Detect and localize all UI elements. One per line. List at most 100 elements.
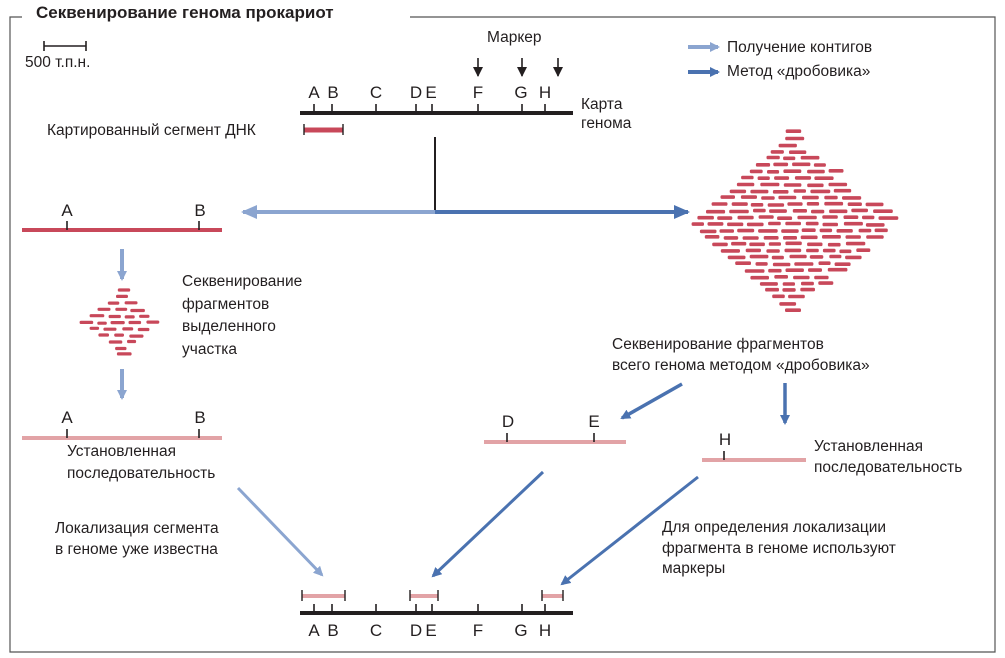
dna-fragment (97, 307, 111, 311)
diagram-title: Секвенирование генома прокариот (28, 3, 342, 23)
dna-fragment (771, 255, 784, 260)
dna-fragment (806, 248, 819, 253)
left-to-map-arrow (236, 486, 324, 577)
dna-fragment (773, 162, 789, 167)
dna-fragment (746, 222, 764, 227)
dna-fragment (807, 169, 825, 174)
dna-fragment (822, 222, 838, 227)
dna-fragment (807, 242, 823, 247)
dna-fragment (729, 209, 749, 214)
shotgun-to-de-arrow (620, 382, 683, 420)
dna-fragment (800, 155, 820, 160)
dna-fragment (845, 235, 861, 239)
dna-fragment (139, 314, 150, 318)
dna-fragment (761, 196, 775, 200)
right-result-caption: Установленная последовательность (814, 438, 963, 476)
genome-map (300, 104, 573, 115)
dna-fragment (865, 202, 884, 207)
dna-fragment (97, 321, 107, 325)
dna-fragment (116, 294, 128, 298)
map-site-e: E (425, 83, 437, 102)
dna-fragment (108, 340, 123, 344)
dna-fragment (794, 262, 814, 266)
dna-fragment (789, 254, 807, 259)
dna-fragment (836, 229, 853, 233)
dna-fragment (737, 228, 755, 233)
dna-fragment (818, 281, 834, 285)
left-result-site-b: B (194, 408, 206, 427)
bottom-site-f: F (472, 621, 484, 640)
genome-map-label: Карта генома (581, 96, 632, 132)
dna-fragment (749, 254, 769, 259)
dna-fragment (749, 169, 763, 174)
dna-fragment (767, 170, 780, 174)
dna-fragment (735, 261, 751, 265)
dna-fragment (873, 209, 893, 213)
dna-fragment (711, 202, 728, 206)
dna-fragment (787, 202, 803, 206)
localization-note: Локализация сегмента в геноме уже извест… (55, 520, 219, 558)
dna-fragment (782, 288, 796, 292)
mapped-segment-label: Картированный сегмент ДНК (47, 122, 256, 139)
contig-de (484, 433, 626, 444)
dna-fragment (760, 182, 780, 187)
dna-fragment (785, 241, 802, 246)
dna-fragment (115, 307, 128, 311)
scale-bar-label: 500 т.п.н. (25, 54, 91, 71)
dna-fragment (766, 249, 780, 253)
contig-site-e: E (588, 412, 600, 431)
dna-fragment (720, 195, 735, 199)
dna-fragment (785, 136, 805, 141)
dna-fragment (810, 189, 831, 194)
map-site-a: A (308, 83, 320, 102)
left-site-b: B (194, 201, 206, 220)
dna-fragment (110, 321, 125, 325)
dna-fragment (862, 215, 875, 220)
h-to-map-arrow (560, 475, 699, 586)
dna-fragment (706, 209, 726, 214)
dna-fragment (822, 235, 841, 239)
left-segment (22, 221, 222, 232)
dna-fragment (806, 202, 820, 206)
dna-fragment (758, 229, 778, 233)
map-site-b: B (327, 83, 339, 102)
small-fragment-cloud (79, 288, 160, 356)
contig-site-h: H (718, 430, 732, 449)
dna-fragment (723, 236, 739, 240)
dna-fragment (785, 308, 801, 312)
bottom-site-d: D (409, 621, 423, 640)
dna-fragment (807, 183, 824, 188)
dna-fragment (842, 196, 862, 200)
dna-fragment (736, 182, 755, 187)
dna-fragment (124, 315, 135, 319)
map-site-h: H (538, 83, 552, 102)
dna-fragment (114, 333, 124, 337)
dna-fragment (822, 248, 836, 253)
dna-fragment (777, 216, 793, 220)
dna-fragment (772, 190, 789, 194)
dna-fragment (89, 314, 105, 318)
dna-fragment (749, 242, 765, 247)
dna-fragment (765, 287, 779, 292)
dna-fragment (839, 249, 852, 254)
dna-fragment (778, 195, 797, 200)
dna-fragment (874, 228, 888, 233)
dna-fragment (719, 229, 734, 233)
de-to-map-arrow (431, 470, 545, 578)
dna-fragment (783, 169, 802, 173)
dna-fragment (127, 339, 137, 344)
dna-fragment (783, 236, 797, 240)
fragment-sequencing-label: Секвенирование фрагментов выделенного уч… (182, 273, 303, 358)
dna-fragment (128, 320, 142, 325)
dna-fragment (792, 209, 807, 213)
bottom-site-a: A (308, 621, 320, 640)
dna-fragment (845, 241, 866, 246)
dna-fragment (783, 183, 802, 187)
dna-fragment (755, 262, 768, 266)
map-site-g: G (514, 83, 528, 102)
dna-fragment (794, 176, 812, 180)
dna-fragment (750, 275, 769, 280)
dna-fragment (146, 320, 160, 324)
dna-fragment (843, 221, 863, 226)
left-result-caption: Установленная последовательность (67, 443, 216, 482)
